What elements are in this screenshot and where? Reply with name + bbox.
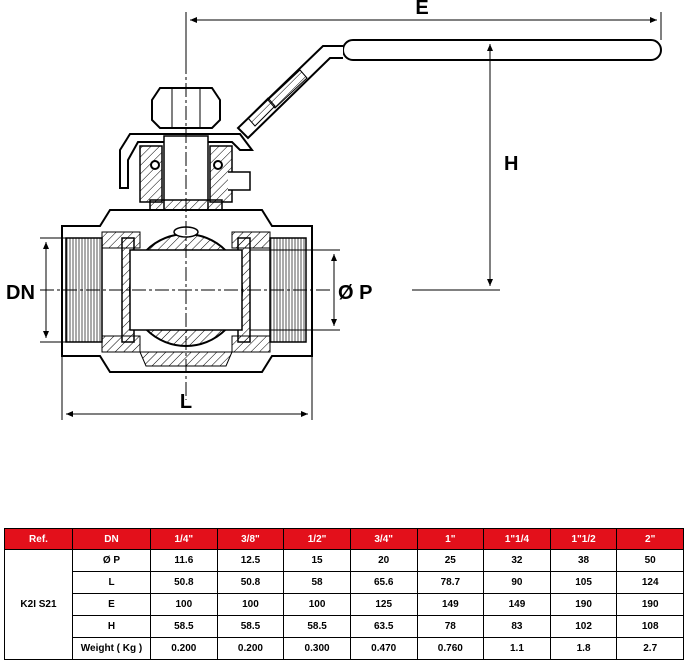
table-cell: 12.5 <box>216 549 285 572</box>
table-cell: 190 <box>616 593 684 616</box>
table-cell: 32 <box>483 549 551 572</box>
table-cell: 50 <box>616 549 684 572</box>
table-cell: 58.5 <box>150 615 218 638</box>
handle-lever <box>236 39 662 140</box>
dimension-e <box>185 12 662 60</box>
table-cell: 78 <box>416 615 485 638</box>
dimension-dn <box>40 237 66 343</box>
table-cell: 58 <box>283 571 351 594</box>
dimension-h-label: H <box>504 153 518 175</box>
centerlines <box>40 60 330 400</box>
table-cell: 149 <box>483 593 551 616</box>
ball-valve-technical-drawing: E H DN Ø P L <box>6 0 662 420</box>
table-cell: 20 <box>349 549 418 572</box>
table-cell: 90 <box>483 571 551 594</box>
table-cell: 100 <box>283 593 351 616</box>
table-cell: 100 <box>150 593 218 616</box>
table-cell: 0.300 <box>283 637 351 660</box>
table-cell: 0.470 <box>349 637 418 660</box>
row-label: Ø P <box>72 549 151 572</box>
table-cell: 58.5 <box>283 615 351 638</box>
size-header: 2" <box>616 528 684 550</box>
table-cell: 58.5 <box>216 615 285 638</box>
table-cell: 124 <box>616 571 684 594</box>
dimension-dn-label: DN <box>6 282 35 304</box>
size-header: 1/2" <box>283 528 351 550</box>
table-cell: 50.8 <box>216 571 285 594</box>
table-cell: 78.7 <box>416 571 485 594</box>
size-header: 1/4" <box>150 528 218 550</box>
table-cell: 2.7 <box>616 637 684 660</box>
table-cell: 63.5 <box>349 615 418 638</box>
size-header: 1" <box>416 528 485 550</box>
table-cell: 0.200 <box>150 637 218 660</box>
row-label: E <box>72 593 151 616</box>
table-row: E 100 100 100 125 149 149 190 190 <box>5 593 684 616</box>
table-cell: 100 <box>216 593 285 616</box>
dn-header: DN <box>72 528 151 550</box>
table-cell: 149 <box>416 593 485 616</box>
stem-bonnet-section <box>139 135 251 221</box>
table-cell: 65.6 <box>349 571 418 594</box>
table-row: H 58.5 58.5 58.5 63.5 78 83 102 108 <box>5 615 684 638</box>
table-header-row: Ref. DN 1/4" 3/8" 1/2" 3/4" 1" 1"1/4 1"1… <box>4 528 684 550</box>
size-header: 1"1/2 <box>549 528 618 550</box>
row-label: Weight ( Kg ) <box>72 637 151 660</box>
size-header: 3/4" <box>349 528 418 550</box>
size-header: 1"1/4 <box>483 528 551 550</box>
dimension-p <box>250 249 340 331</box>
table-cell: 0.200 <box>216 637 285 660</box>
table-row: L 50.8 50.8 58 65.6 78.7 90 105 124 <box>5 571 684 594</box>
table-cell: 11.6 <box>150 549 218 572</box>
table-cell: 15 <box>283 549 351 572</box>
dimension-l-label: L <box>180 391 192 413</box>
table-cell: 1.1 <box>483 637 551 660</box>
table-cell: 0.760 <box>416 637 485 660</box>
table-cell: 105 <box>549 571 618 594</box>
table-cell: 125 <box>349 593 418 616</box>
table-cell: 108 <box>616 615 684 638</box>
table-cell: 1.8 <box>549 637 618 660</box>
table-cell: 190 <box>549 593 618 616</box>
table-cell: 83 <box>483 615 551 638</box>
dimension-l <box>61 356 313 420</box>
ref-value-cell: K2I S21 <box>4 549 73 660</box>
table-cell: 50.8 <box>150 571 218 594</box>
specification-table: Ref. DN 1/4" 3/8" 1/2" 3/4" 1" 1"1/4 1"1… <box>4 528 684 660</box>
table-row: Weight ( Kg ) 0.200 0.200 0.300 0.470 0.… <box>5 637 684 660</box>
dimension-e-label: E <box>415 0 428 19</box>
table-cell: 25 <box>416 549 485 572</box>
dimension-p-label: Ø P <box>338 282 372 304</box>
table-cell: 102 <box>549 615 618 638</box>
dimension-h <box>412 39 500 291</box>
table-row: K2I S21 Ø P 11.6 12.5 15 20 25 32 38 50 <box>4 549 684 660</box>
size-header: 3/8" <box>216 528 285 550</box>
ref-header: Ref. <box>4 528 73 550</box>
table-cell: 38 <box>549 549 618 572</box>
row-label: L <box>72 571 151 594</box>
row-label: H <box>72 615 151 638</box>
